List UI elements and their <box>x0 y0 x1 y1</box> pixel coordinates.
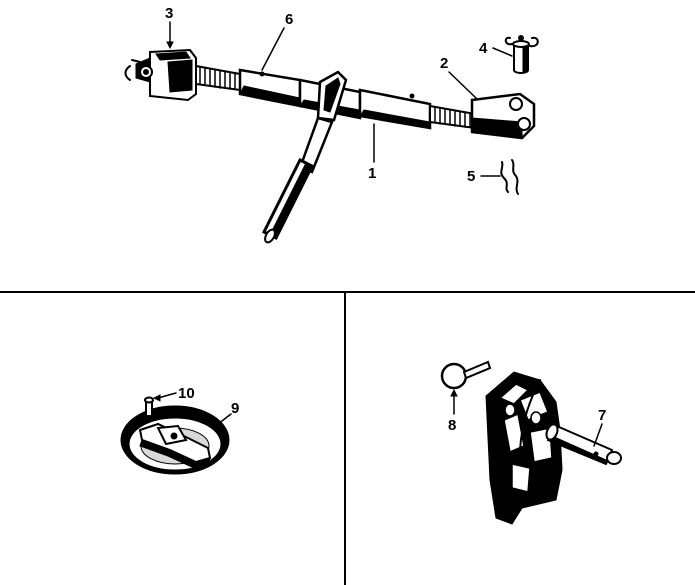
strap-plate <box>138 422 212 469</box>
callout-5: 5 <box>467 168 501 185</box>
part-8-ring <box>440 360 492 390</box>
part-2-clevis-end <box>470 92 536 140</box>
part-7-pin <box>545 422 622 466</box>
bottom-left-panel: 10 9 <box>120 385 239 475</box>
svg-text:9: 9 <box>231 400 239 417</box>
svg-text:10: 10 <box>178 385 195 402</box>
callout-1: 1 <box>368 123 376 182</box>
callout-3: 3 <box>165 5 174 50</box>
crank-handle <box>261 70 348 244</box>
bottom-right-panel: 8 7 <box>440 360 622 525</box>
callout-2: 2 <box>440 55 477 99</box>
right-threaded-rod <box>429 104 476 130</box>
callout-8: 8 <box>448 388 458 434</box>
svg-text:2: 2 <box>440 55 448 72</box>
callout-10: 10 <box>152 385 195 402</box>
svg-text:1: 1 <box>368 165 376 182</box>
svg-text:4: 4 <box>479 40 488 57</box>
callout-7: 7 <box>593 407 606 447</box>
bracket-body <box>485 371 563 525</box>
svg-text:6: 6 <box>285 11 293 28</box>
part-5-spring-clip <box>500 159 519 195</box>
part-3-fork-end <box>124 48 197 102</box>
part-4-pin <box>504 35 539 74</box>
svg-text:8: 8 <box>448 417 456 434</box>
svg-text:3: 3 <box>165 5 173 22</box>
callout-4: 4 <box>479 40 513 57</box>
callout-6: 6 <box>261 11 293 71</box>
callout-9: 9 <box>217 400 239 425</box>
left-threaded-rod <box>195 64 241 92</box>
top-panel: 3 6 4 2 1 5 <box>124 5 539 244</box>
part-10-screw <box>144 396 154 417</box>
svg-text:7: 7 <box>598 407 606 424</box>
svg-text:5: 5 <box>467 168 475 185</box>
